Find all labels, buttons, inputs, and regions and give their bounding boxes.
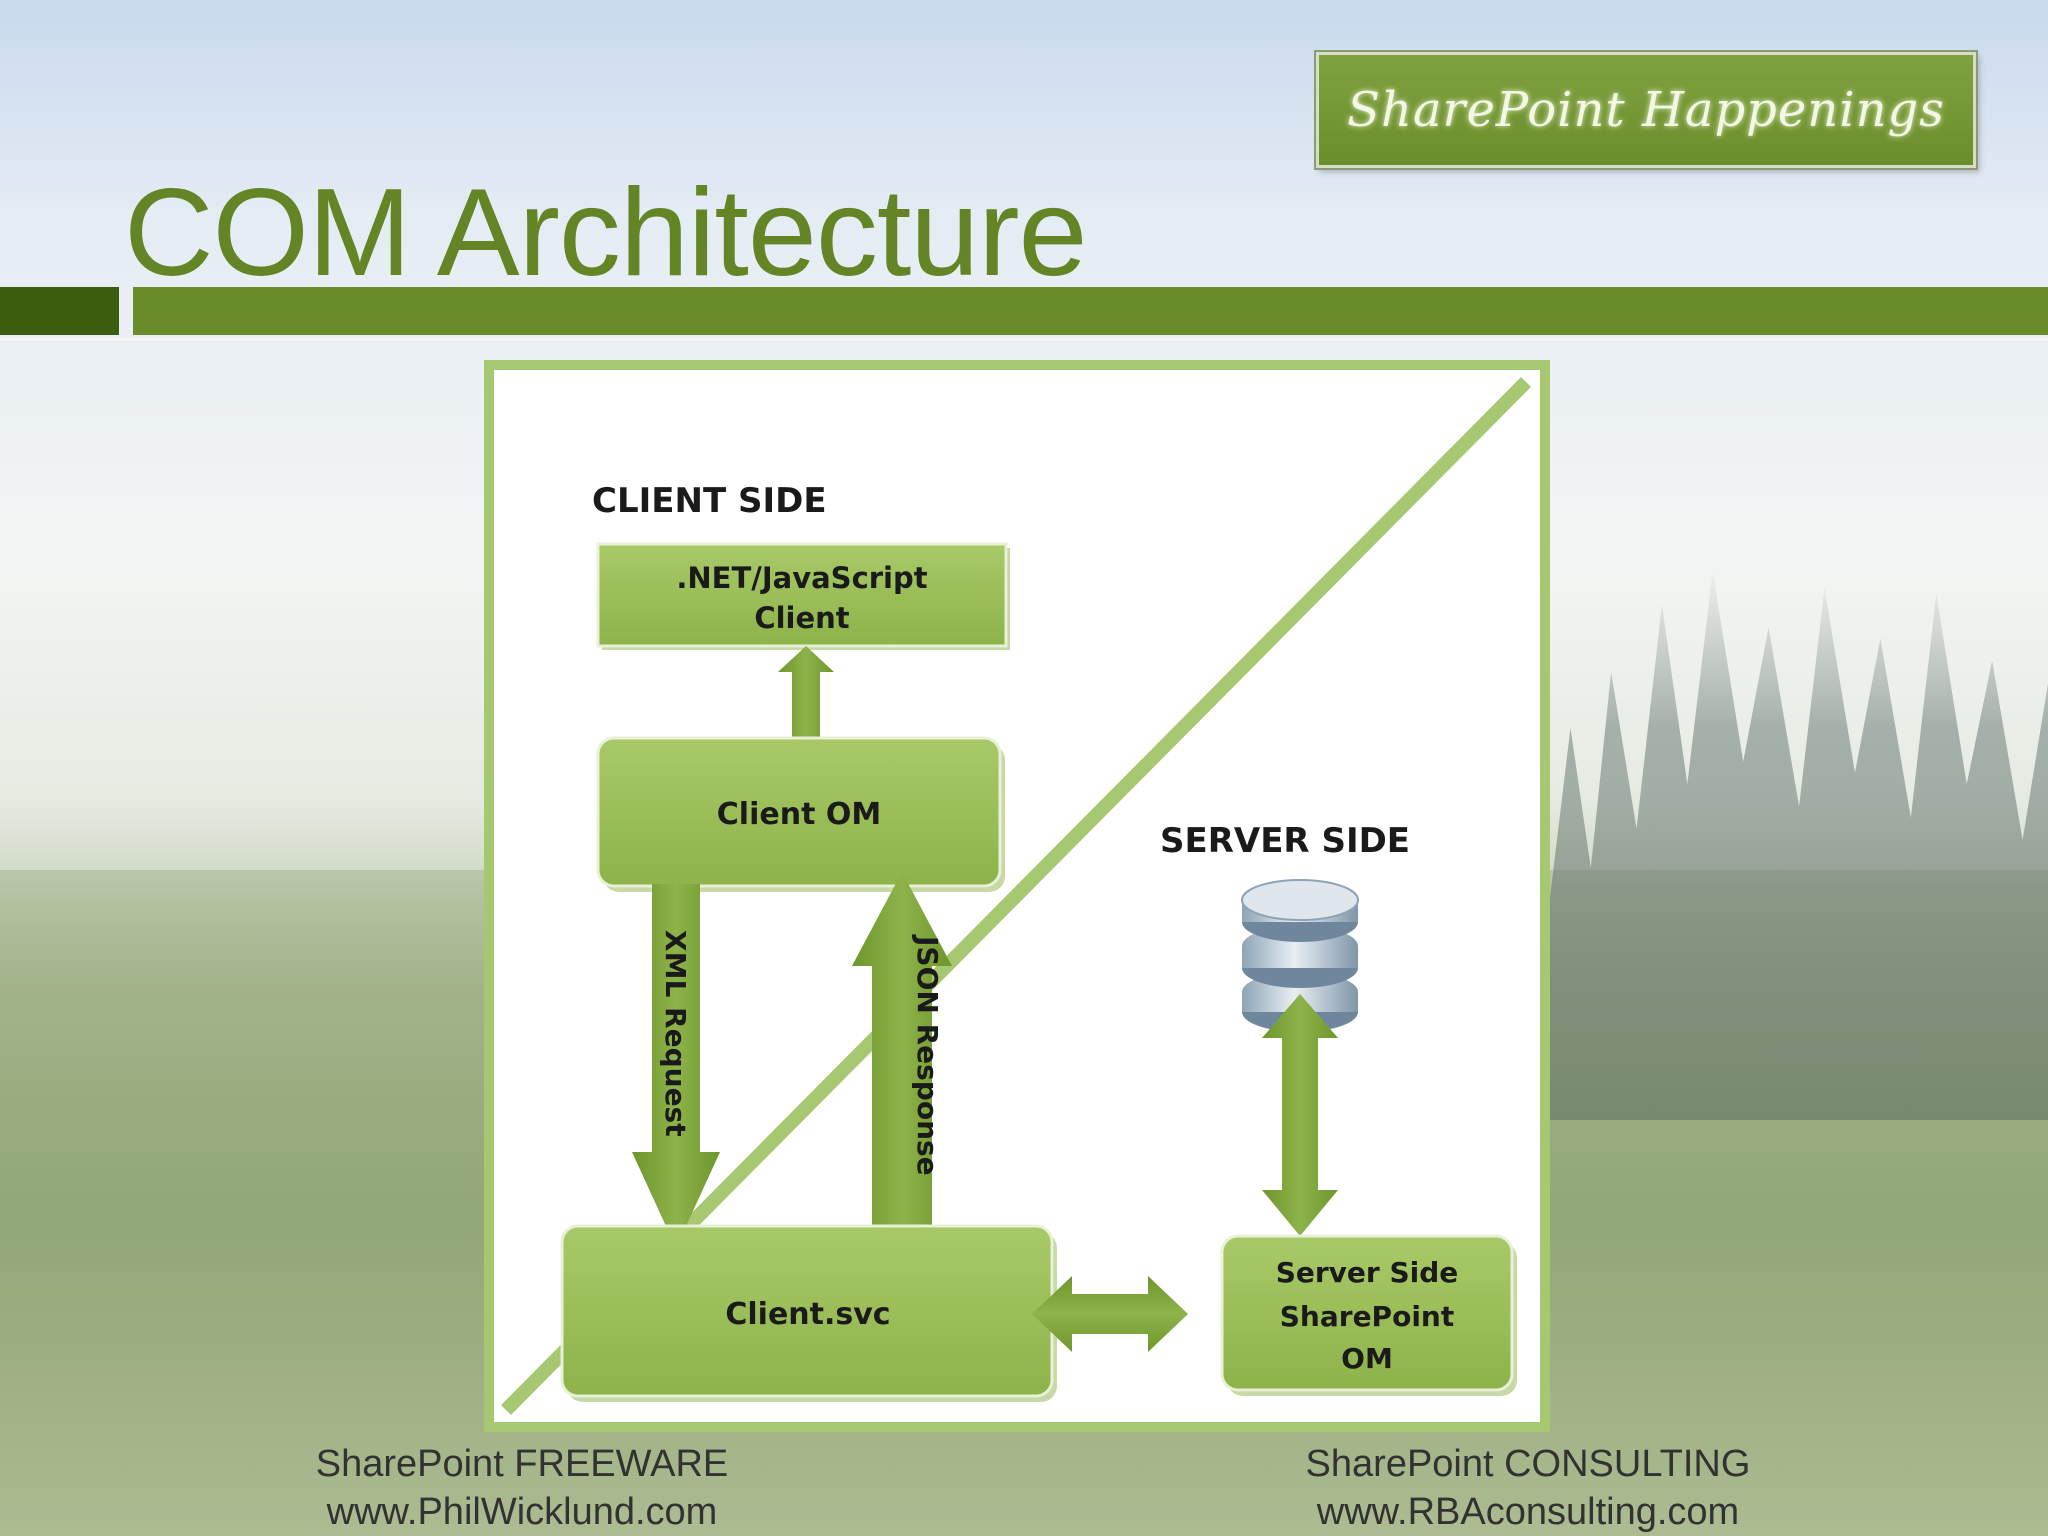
title-rule	[0, 338, 2048, 341]
net-js-client-line1: .NET/JavaScript	[676, 561, 927, 595]
footer-consulting-title: SharePoint CONSULTING	[1305, 1443, 1751, 1485]
footer-freeware: SharePoint FREEWARE www.PhilWicklund.com	[202, 1440, 842, 1536]
title-bar	[133, 287, 2048, 335]
client-svc-label: Client.svc	[725, 1297, 890, 1332]
title-bar-accent	[0, 287, 119, 335]
architecture-diagram: CLIENT SIDE SERVER SIDE .NET/JavaScript …	[484, 360, 1550, 1432]
diagram-canvas: CLIENT SIDE SERVER SIDE .NET/JavaScript …	[501, 377, 1531, 1415]
client-side-label: CLIENT SIDE	[592, 481, 827, 521]
logo-text: SharePoint Happenings	[1347, 82, 1945, 138]
server-om-box: Server Side SharePoint OM	[1220, 1234, 1517, 1396]
client-om-label: Client OM	[717, 797, 881, 832]
svc-to-server-arrow	[1032, 1276, 1188, 1352]
logo-banner: SharePoint Happenings	[1316, 52, 1976, 168]
client-om-box: Client OM	[596, 736, 1005, 892]
net-js-client-box: .NET/JavaScript Client	[596, 542, 1010, 650]
net-js-client-line2: Client	[754, 601, 849, 635]
footer-freeware-title: SharePoint FREEWARE	[315, 1443, 729, 1485]
footer-freeware-url[interactable]: www.PhilWicklund.com	[326, 1491, 718, 1533]
footer-consulting: SharePoint CONSULTING www.RBAconsulting.…	[1208, 1440, 1848, 1536]
server-om-line1: Server Side	[1276, 1256, 1459, 1289]
json-response-label: JSON Response	[911, 934, 944, 1176]
server-om-line2: SharePoint	[1280, 1300, 1454, 1333]
client-to-om-arrow	[778, 646, 834, 766]
xml-request-label: XML Request	[659, 930, 692, 1137]
background-trees	[1540, 571, 2048, 1120]
db-to-server-arrow	[1262, 994, 1338, 1236]
footer-consulting-url[interactable]: www.RBAconsulting.com	[1316, 1491, 1740, 1533]
xml-request-arrow: XML Request	[632, 884, 720, 1248]
slide-title: COM Architecture	[124, 164, 1087, 302]
client-svc-box: Client.svc	[560, 1224, 1057, 1402]
json-response-arrow: JSON Response	[852, 872, 952, 1240]
server-side-label: SERVER SIDE	[1160, 821, 1410, 861]
server-om-line3: OM	[1341, 1342, 1393, 1375]
